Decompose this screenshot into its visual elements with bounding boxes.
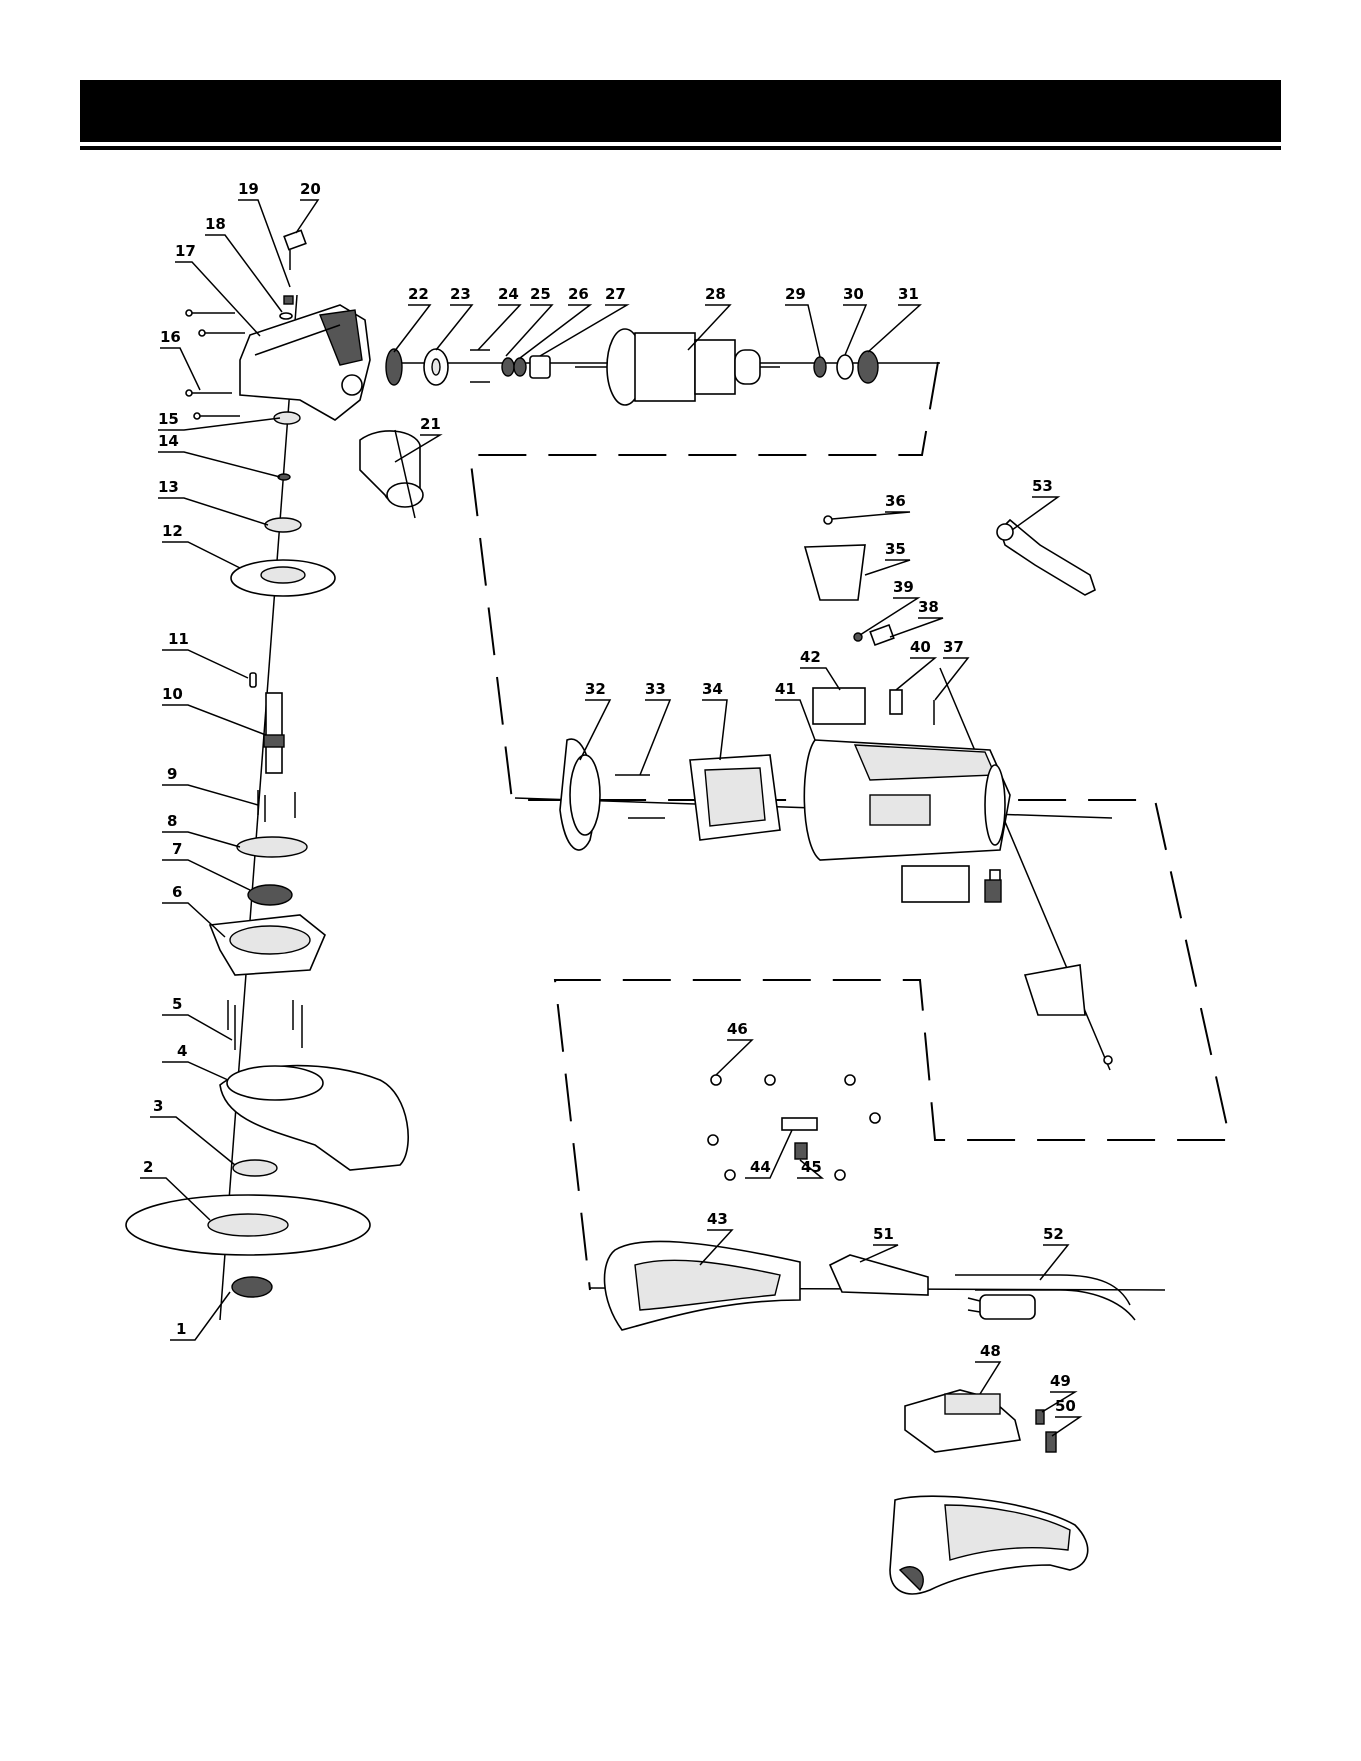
motor-housing (804, 740, 1010, 860)
callout-7: 7 (172, 840, 182, 858)
callout-27: 27 (605, 285, 626, 303)
callout-23: 23 (450, 285, 471, 303)
switch-parts (708, 1075, 880, 1180)
callout-19: 19 (238, 180, 259, 198)
callout-26: 26 (568, 285, 589, 303)
callout-35: 35 (885, 540, 906, 558)
callout-22: 22 (408, 285, 429, 303)
side-handle (360, 430, 423, 518)
spindle-stack (126, 412, 408, 1297)
callout-30: 30 (843, 285, 864, 303)
callout-29: 29 (785, 285, 806, 303)
handle-cover-parts (905, 1390, 1056, 1452)
grip-cover (890, 1496, 1088, 1594)
callout-16: 16 (160, 328, 181, 346)
spindle-lock (280, 230, 306, 319)
callout-41: 41 (775, 680, 796, 698)
rear-handle (605, 1241, 800, 1330)
callout-9: 9 (167, 765, 177, 783)
callout-46: 46 (727, 1020, 748, 1038)
callout-3: 3 (153, 1097, 163, 1115)
callout-18: 18 (205, 215, 226, 233)
callout-17: 17 (175, 242, 196, 260)
callout-52: 52 (1043, 1225, 1064, 1243)
callout-20: 20 (300, 180, 321, 198)
callout-21: 21 (420, 415, 441, 433)
callout-42: 42 (800, 648, 821, 666)
callout-24: 24 (498, 285, 519, 303)
callout-1: 1 (176, 1320, 186, 1338)
gear-housing (240, 305, 370, 420)
callout-10: 10 (162, 685, 183, 703)
callout-40: 40 (910, 638, 931, 656)
callout-28: 28 (705, 285, 726, 303)
callout-2: 2 (143, 1158, 153, 1176)
housing-screws (186, 310, 245, 419)
callout-43: 43 (707, 1210, 728, 1228)
cord-parts (830, 1255, 1135, 1320)
callout-44: 44 (750, 1158, 771, 1176)
armature-row (386, 329, 878, 405)
callout-34: 34 (702, 680, 723, 698)
callout-31: 31 (898, 285, 919, 303)
callout-33: 33 (645, 680, 666, 698)
callout-36: 36 (885, 492, 906, 510)
callout-51: 51 (873, 1225, 894, 1243)
callout-11: 11 (168, 630, 189, 648)
callout-13: 13 (158, 478, 179, 496)
callout-5: 5 (172, 995, 182, 1013)
callout-53: 53 (1032, 477, 1053, 495)
callout-12: 12 (162, 522, 183, 540)
callout-45: 45 (801, 1158, 822, 1176)
callout-25: 25 (530, 285, 551, 303)
callout-38: 38 (918, 598, 939, 616)
stator-row (560, 739, 780, 850)
callout-37: 37 (943, 638, 964, 656)
callout-32: 32 (585, 680, 606, 698)
callout-49: 49 (1050, 1372, 1071, 1390)
callout-50: 50 (1055, 1397, 1076, 1415)
callout-15: 15 (158, 410, 179, 428)
callout-14: 14 (158, 432, 179, 450)
callout-48: 48 (980, 1342, 1001, 1360)
callout-4: 4 (177, 1042, 187, 1060)
callout-6: 6 (172, 883, 182, 901)
wrench (997, 520, 1095, 595)
callout-8: 8 (167, 812, 177, 830)
callout-39: 39 (893, 578, 914, 596)
